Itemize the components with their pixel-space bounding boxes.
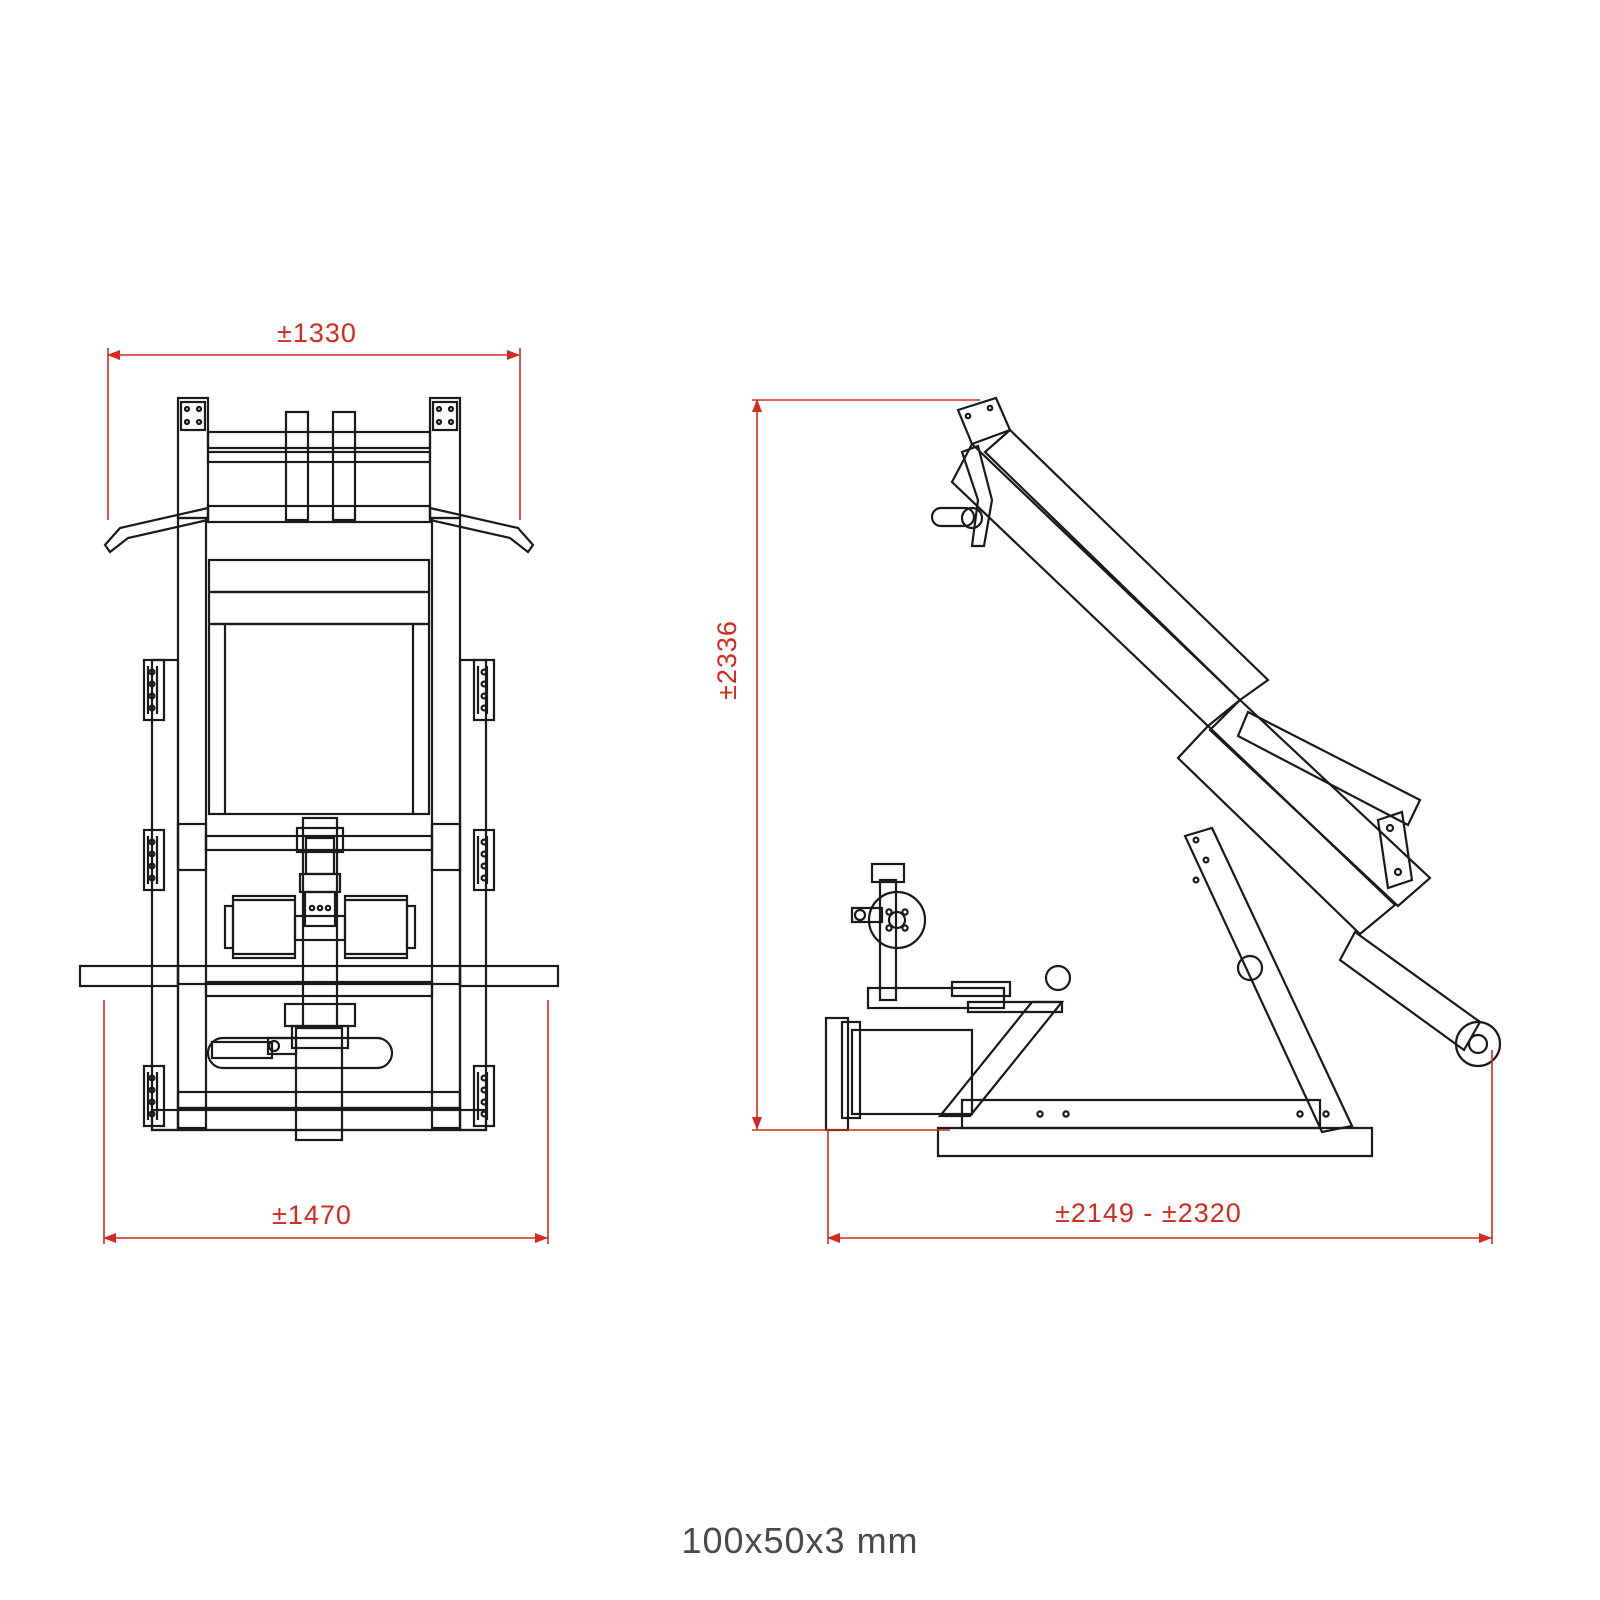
front-view-drawing [78,396,560,1142]
dimension-label-width-top: ±1330 [277,318,357,348]
dimension-height [752,399,980,1131]
dimension-depth [827,1050,1493,1244]
dimension-label-width-bottom: ±1470 [272,1200,352,1230]
material-note: 100x50x3 mm [681,1520,919,1561]
dimension-width-bottom [103,1000,549,1244]
side-view-drawing [824,396,1502,1158]
dimension-label-depth: ±2149 - ±2320 [1055,1198,1242,1228]
dimension-annotations [103,348,1493,1244]
dimension-width-top [107,348,521,520]
dimension-label-height: ±2336 [712,620,742,700]
